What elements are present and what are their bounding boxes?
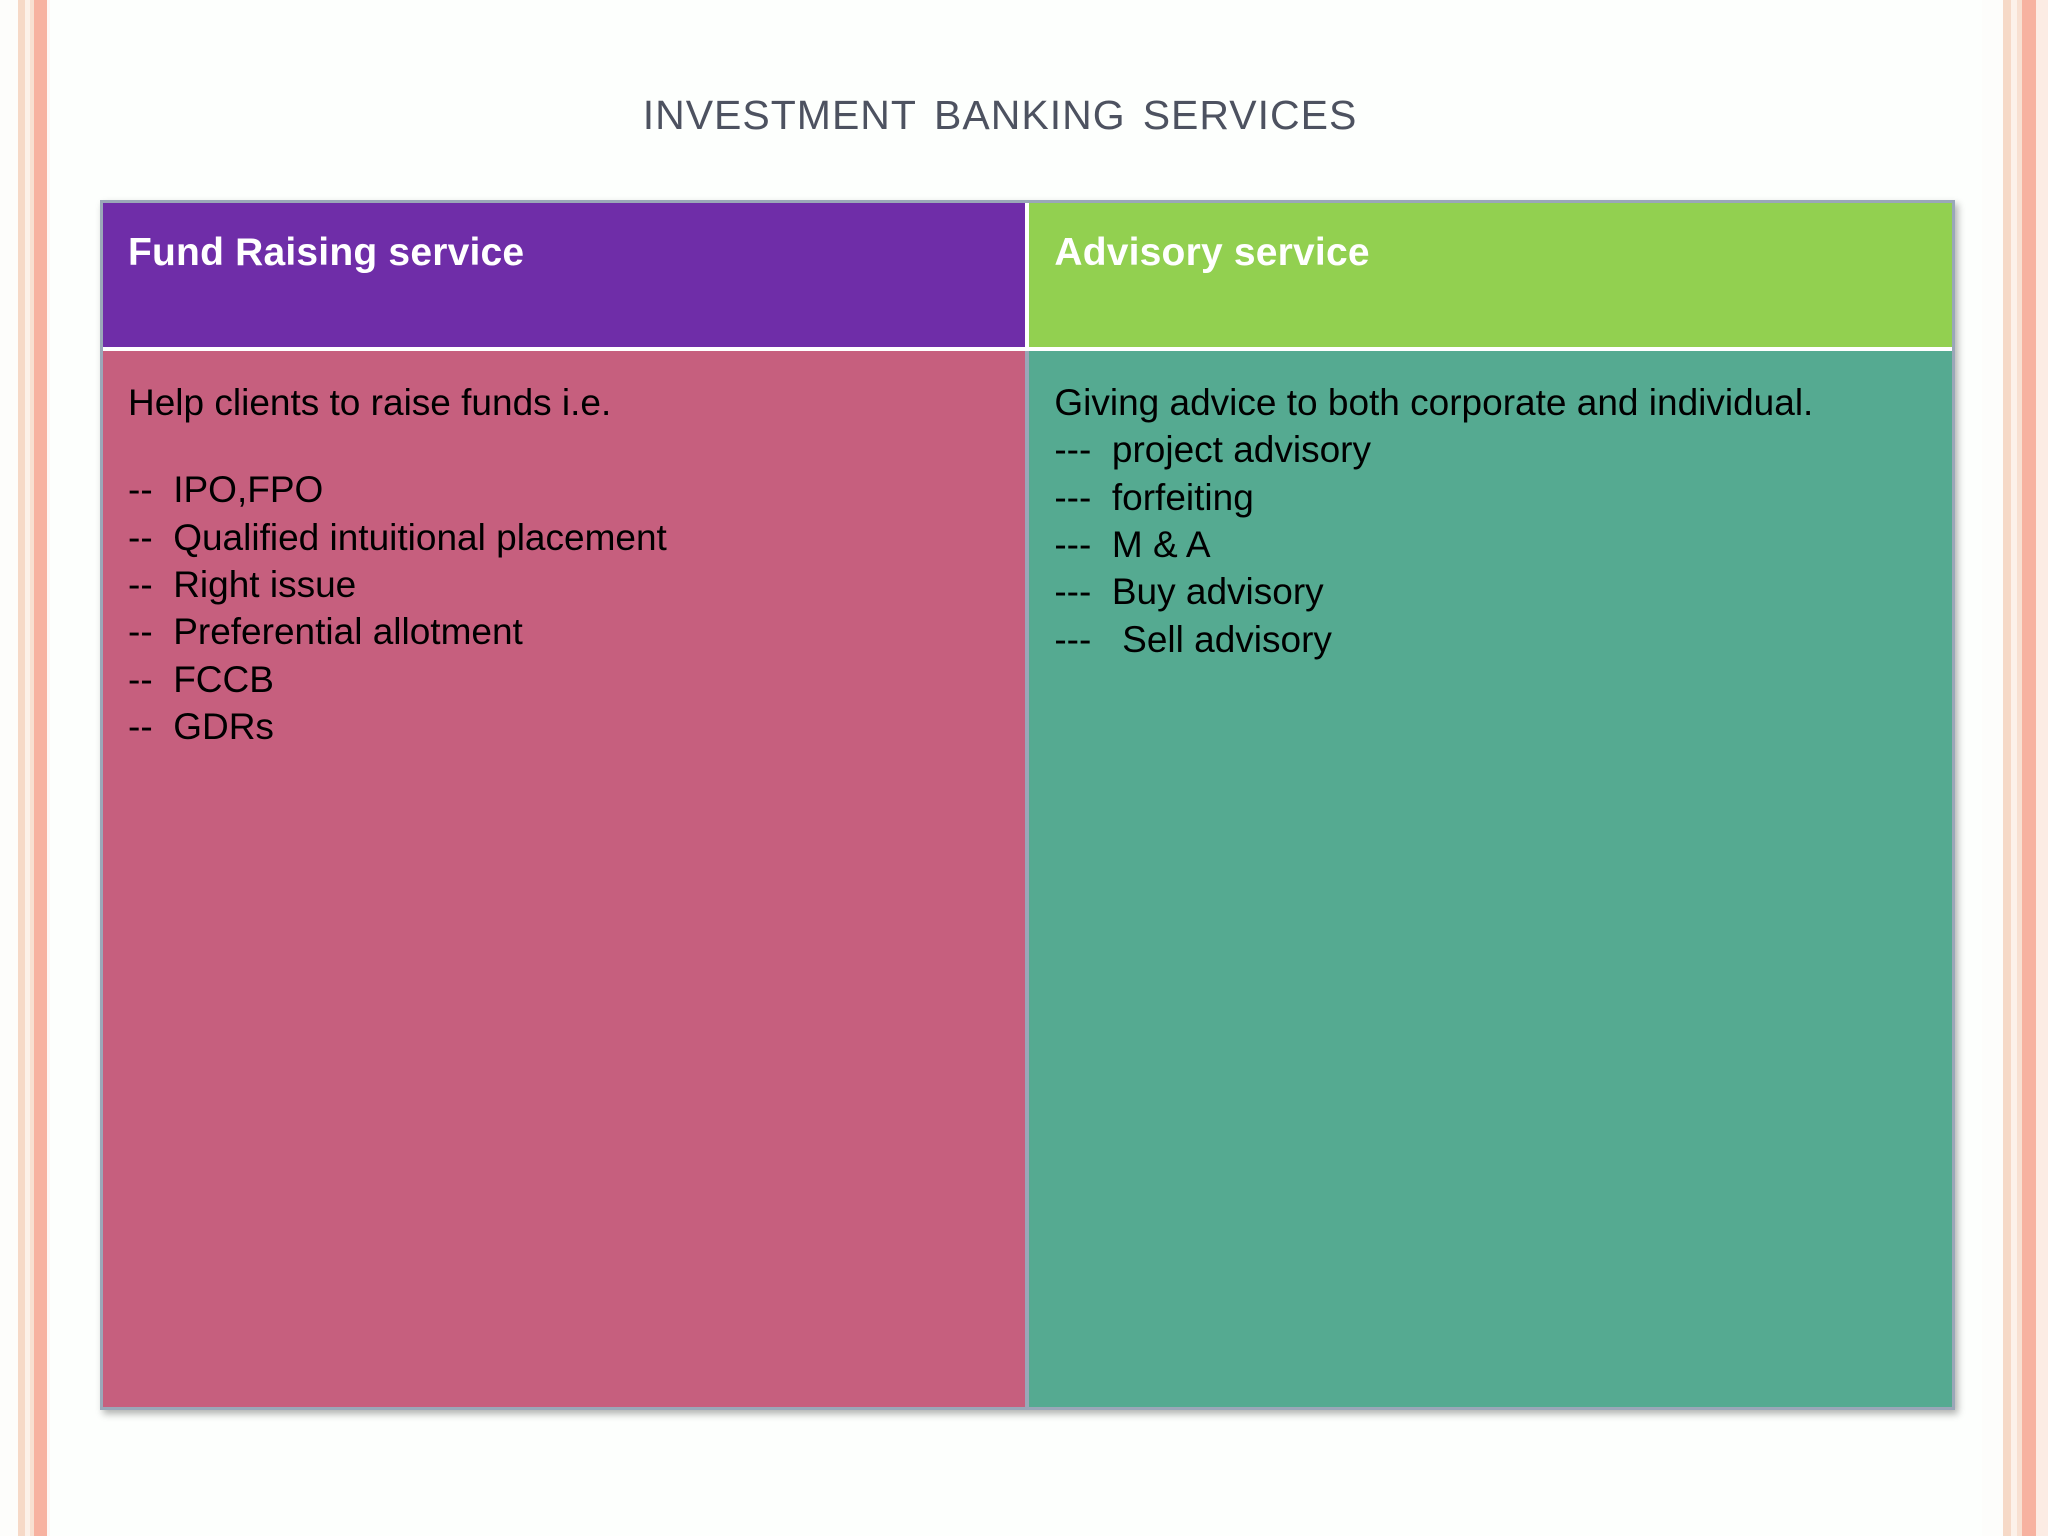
list-item: -- Right issue xyxy=(128,564,357,606)
list-item: -- GDRs xyxy=(128,706,274,748)
list-item: --- project advisory xyxy=(1054,429,1371,471)
table-header-cell-fund-raising: Fund Raising service xyxy=(103,203,1030,351)
edge-stripe xyxy=(30,0,34,1536)
table-body-cell-advisory: Giving advice to both corporate and indi… xyxy=(1029,351,1952,1407)
list-item: -- Preferential allotment xyxy=(128,611,523,653)
edge-stripe xyxy=(34,0,47,1536)
edge-stripe xyxy=(2003,0,2011,1536)
fund-raising-list: -- IPO,FPO -- Qualified intuitional plac… xyxy=(128,466,1025,750)
advisory-lede: Giving advice to both corporate and indi… xyxy=(1054,382,1814,423)
edge-stripe xyxy=(47,0,50,1536)
edge-stripe xyxy=(18,0,25,1536)
column-header-label: Fund Raising service xyxy=(128,231,525,274)
list-item: --- Sell advisory xyxy=(1054,618,1332,660)
left-edge-decoration xyxy=(0,0,50,1536)
table-body-row: Help clients to raise funds i.e. -- IPO,… xyxy=(103,351,1952,1407)
slide-title: Investment banking services xyxy=(642,77,1358,142)
paragraph-spacer xyxy=(128,426,1025,466)
column-header-label: Advisory service xyxy=(1054,231,1370,274)
advisory-list: --- project advisory --- forfeiting --- … xyxy=(1054,426,1952,663)
list-item: -- IPO,FPO xyxy=(128,469,324,511)
edge-stripe xyxy=(2017,0,2022,1536)
advisory-content: Giving advice to both corporate and indi… xyxy=(1029,351,1952,663)
list-item: --- Buy advisory xyxy=(1054,571,1324,613)
comparison-table: Fund Raising service Advisory service He… xyxy=(100,200,1955,1410)
fund-raising-content: Help clients to raise funds i.e. -- IPO,… xyxy=(103,351,1025,751)
edge-stripe xyxy=(2011,0,2017,1536)
edge-stripe xyxy=(2036,0,2048,1536)
edge-stripe xyxy=(0,0,18,1536)
list-item: --- M & A xyxy=(1054,524,1211,566)
table-header-cell-advisory: Advisory service xyxy=(1029,203,1952,351)
fund-raising-lede: Help clients to raise funds i.e. xyxy=(128,382,612,423)
edge-stripe xyxy=(2022,0,2036,1536)
table-header-row: Fund Raising service Advisory service xyxy=(103,203,1952,351)
list-item: -- FCCB xyxy=(128,658,274,700)
list-item: -- Qualified intuitional placement xyxy=(128,516,667,558)
edge-stripe xyxy=(1982,0,2003,1536)
edge-stripe xyxy=(25,0,30,1536)
list-item: --- forfeiting xyxy=(1054,476,1254,518)
right-edge-decoration xyxy=(1982,0,2048,1536)
table-body-cell-fund-raising: Help clients to raise funds i.e. -- IPO,… xyxy=(103,351,1030,1407)
